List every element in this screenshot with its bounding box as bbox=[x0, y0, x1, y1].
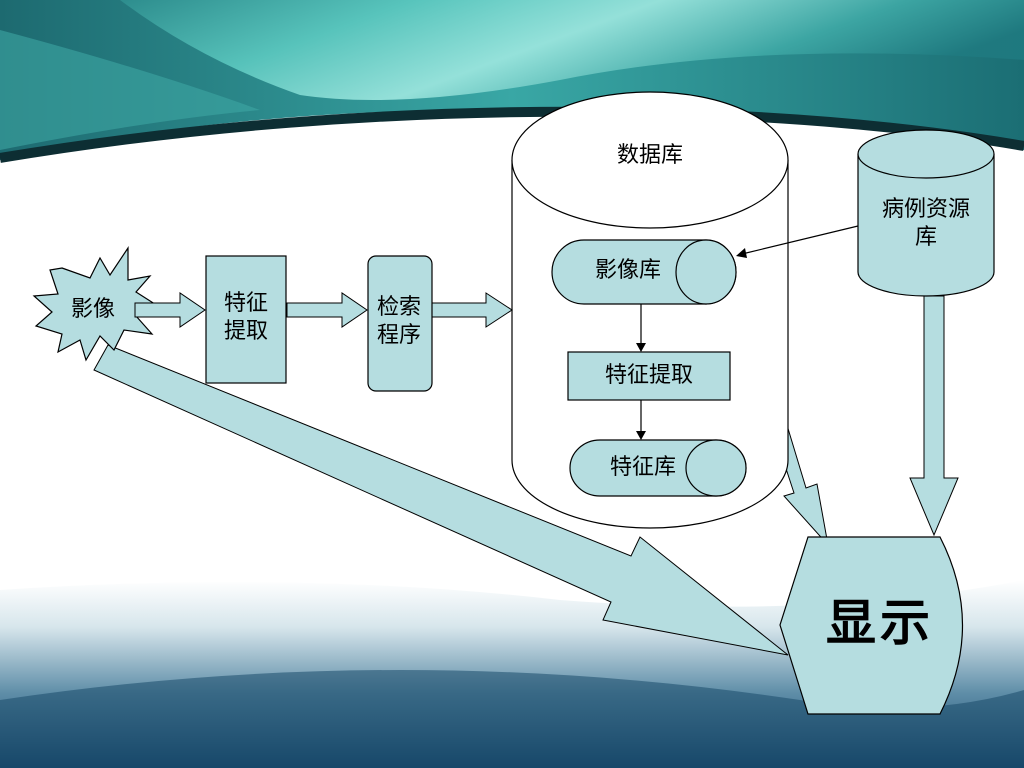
case-resource-lib-cylinder bbox=[857, 129, 995, 297]
node-feature-extract-inner-label: 特征提取 bbox=[604, 363, 693, 388]
display-shape bbox=[779, 536, 964, 715]
arrow-caselib-to-display bbox=[909, 295, 959, 537]
node-database-label: 数据库 bbox=[616, 143, 683, 168]
node-image-lib-label: 影像库 bbox=[594, 258, 661, 283]
feature-extract-inner-box bbox=[567, 351, 731, 401]
feature-extract-box bbox=[205, 255, 287, 384]
arrow-search-to-database bbox=[431, 292, 513, 328]
node-search-program-label: 检索 程序 bbox=[376, 295, 421, 348]
node-feature-extract-label: 特征 提取 bbox=[223, 291, 268, 344]
search-program-box bbox=[367, 255, 433, 392]
arrow-image-to-display bbox=[93, 344, 789, 656]
arrow-image-to-featureextract bbox=[134, 292, 206, 328]
thin-arrow-extract-to-featurelib bbox=[636, 400, 646, 440]
node-feature-lib-label: 特征库 bbox=[609, 455, 676, 480]
image-starburst bbox=[32, 246, 160, 362]
node-display-label: 显示 bbox=[826, 593, 934, 652]
thin-arrow-imagelib-to-extract bbox=[636, 304, 646, 352]
thin-arrow-caselib-to-imagelib bbox=[736, 225, 859, 258]
image-lib-cylinder bbox=[551, 239, 737, 305]
node-case-resource-lib-label: 病例资源 库 bbox=[881, 197, 970, 250]
node-image-label: 影像 bbox=[70, 297, 115, 322]
arrow-featureextract-to-search bbox=[286, 292, 368, 328]
feature-lib-cylinder bbox=[569, 439, 747, 497]
